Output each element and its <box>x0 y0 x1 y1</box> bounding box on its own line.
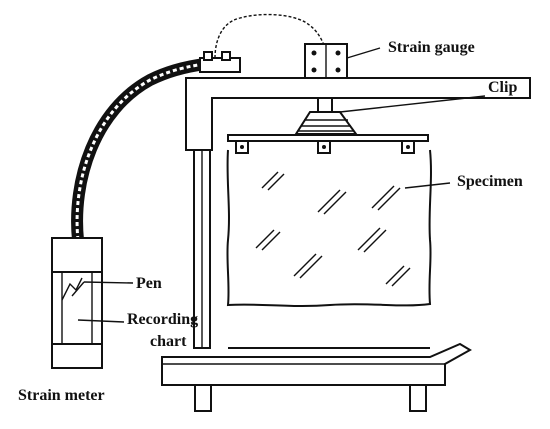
label-recording-chart-line1: Recording <box>127 311 198 328</box>
leader-pen <box>83 281 134 284</box>
label-specimen: Specimen <box>457 173 523 190</box>
hanger-clip-middle <box>317 140 331 154</box>
connector-knob-1 <box>203 51 213 61</box>
base-foot-left <box>194 384 212 412</box>
hose-connector <box>199 57 241 73</box>
label-pen: Pen <box>136 275 162 292</box>
coiled-cable <box>214 13 326 59</box>
gauge-screw-2 <box>335 50 341 56</box>
label-strain-meter: Strain meter <box>18 387 105 404</box>
specimen-sheet <box>226 149 432 307</box>
strain-meter-body <box>51 237 103 369</box>
gauge-screw-1 <box>311 50 317 56</box>
leader-specimen <box>404 182 451 189</box>
hanger-clip-right <box>401 140 415 154</box>
base-foot-right <box>409 384 427 412</box>
label-strain-gauge: Strain gauge <box>388 39 475 56</box>
gauge-screw-3 <box>311 67 317 73</box>
specimen-reflections <box>255 171 411 287</box>
hanger-clip-left <box>235 140 249 154</box>
clip-stem <box>317 97 333 113</box>
overhead-arm <box>185 77 531 151</box>
leader-clip <box>339 95 486 113</box>
connector-knob-2 <box>221 51 231 61</box>
label-clip: Clip <box>488 79 517 96</box>
gauge-screw-4 <box>335 67 341 73</box>
braided-hose-pattern <box>75 62 206 241</box>
pen-arm <box>71 281 85 297</box>
leader-strain-gauge <box>346 47 381 59</box>
leader-recording-chart <box>77 319 125 323</box>
pen-trace <box>61 277 83 301</box>
label-recording-chart-line2: chart <box>150 333 187 350</box>
